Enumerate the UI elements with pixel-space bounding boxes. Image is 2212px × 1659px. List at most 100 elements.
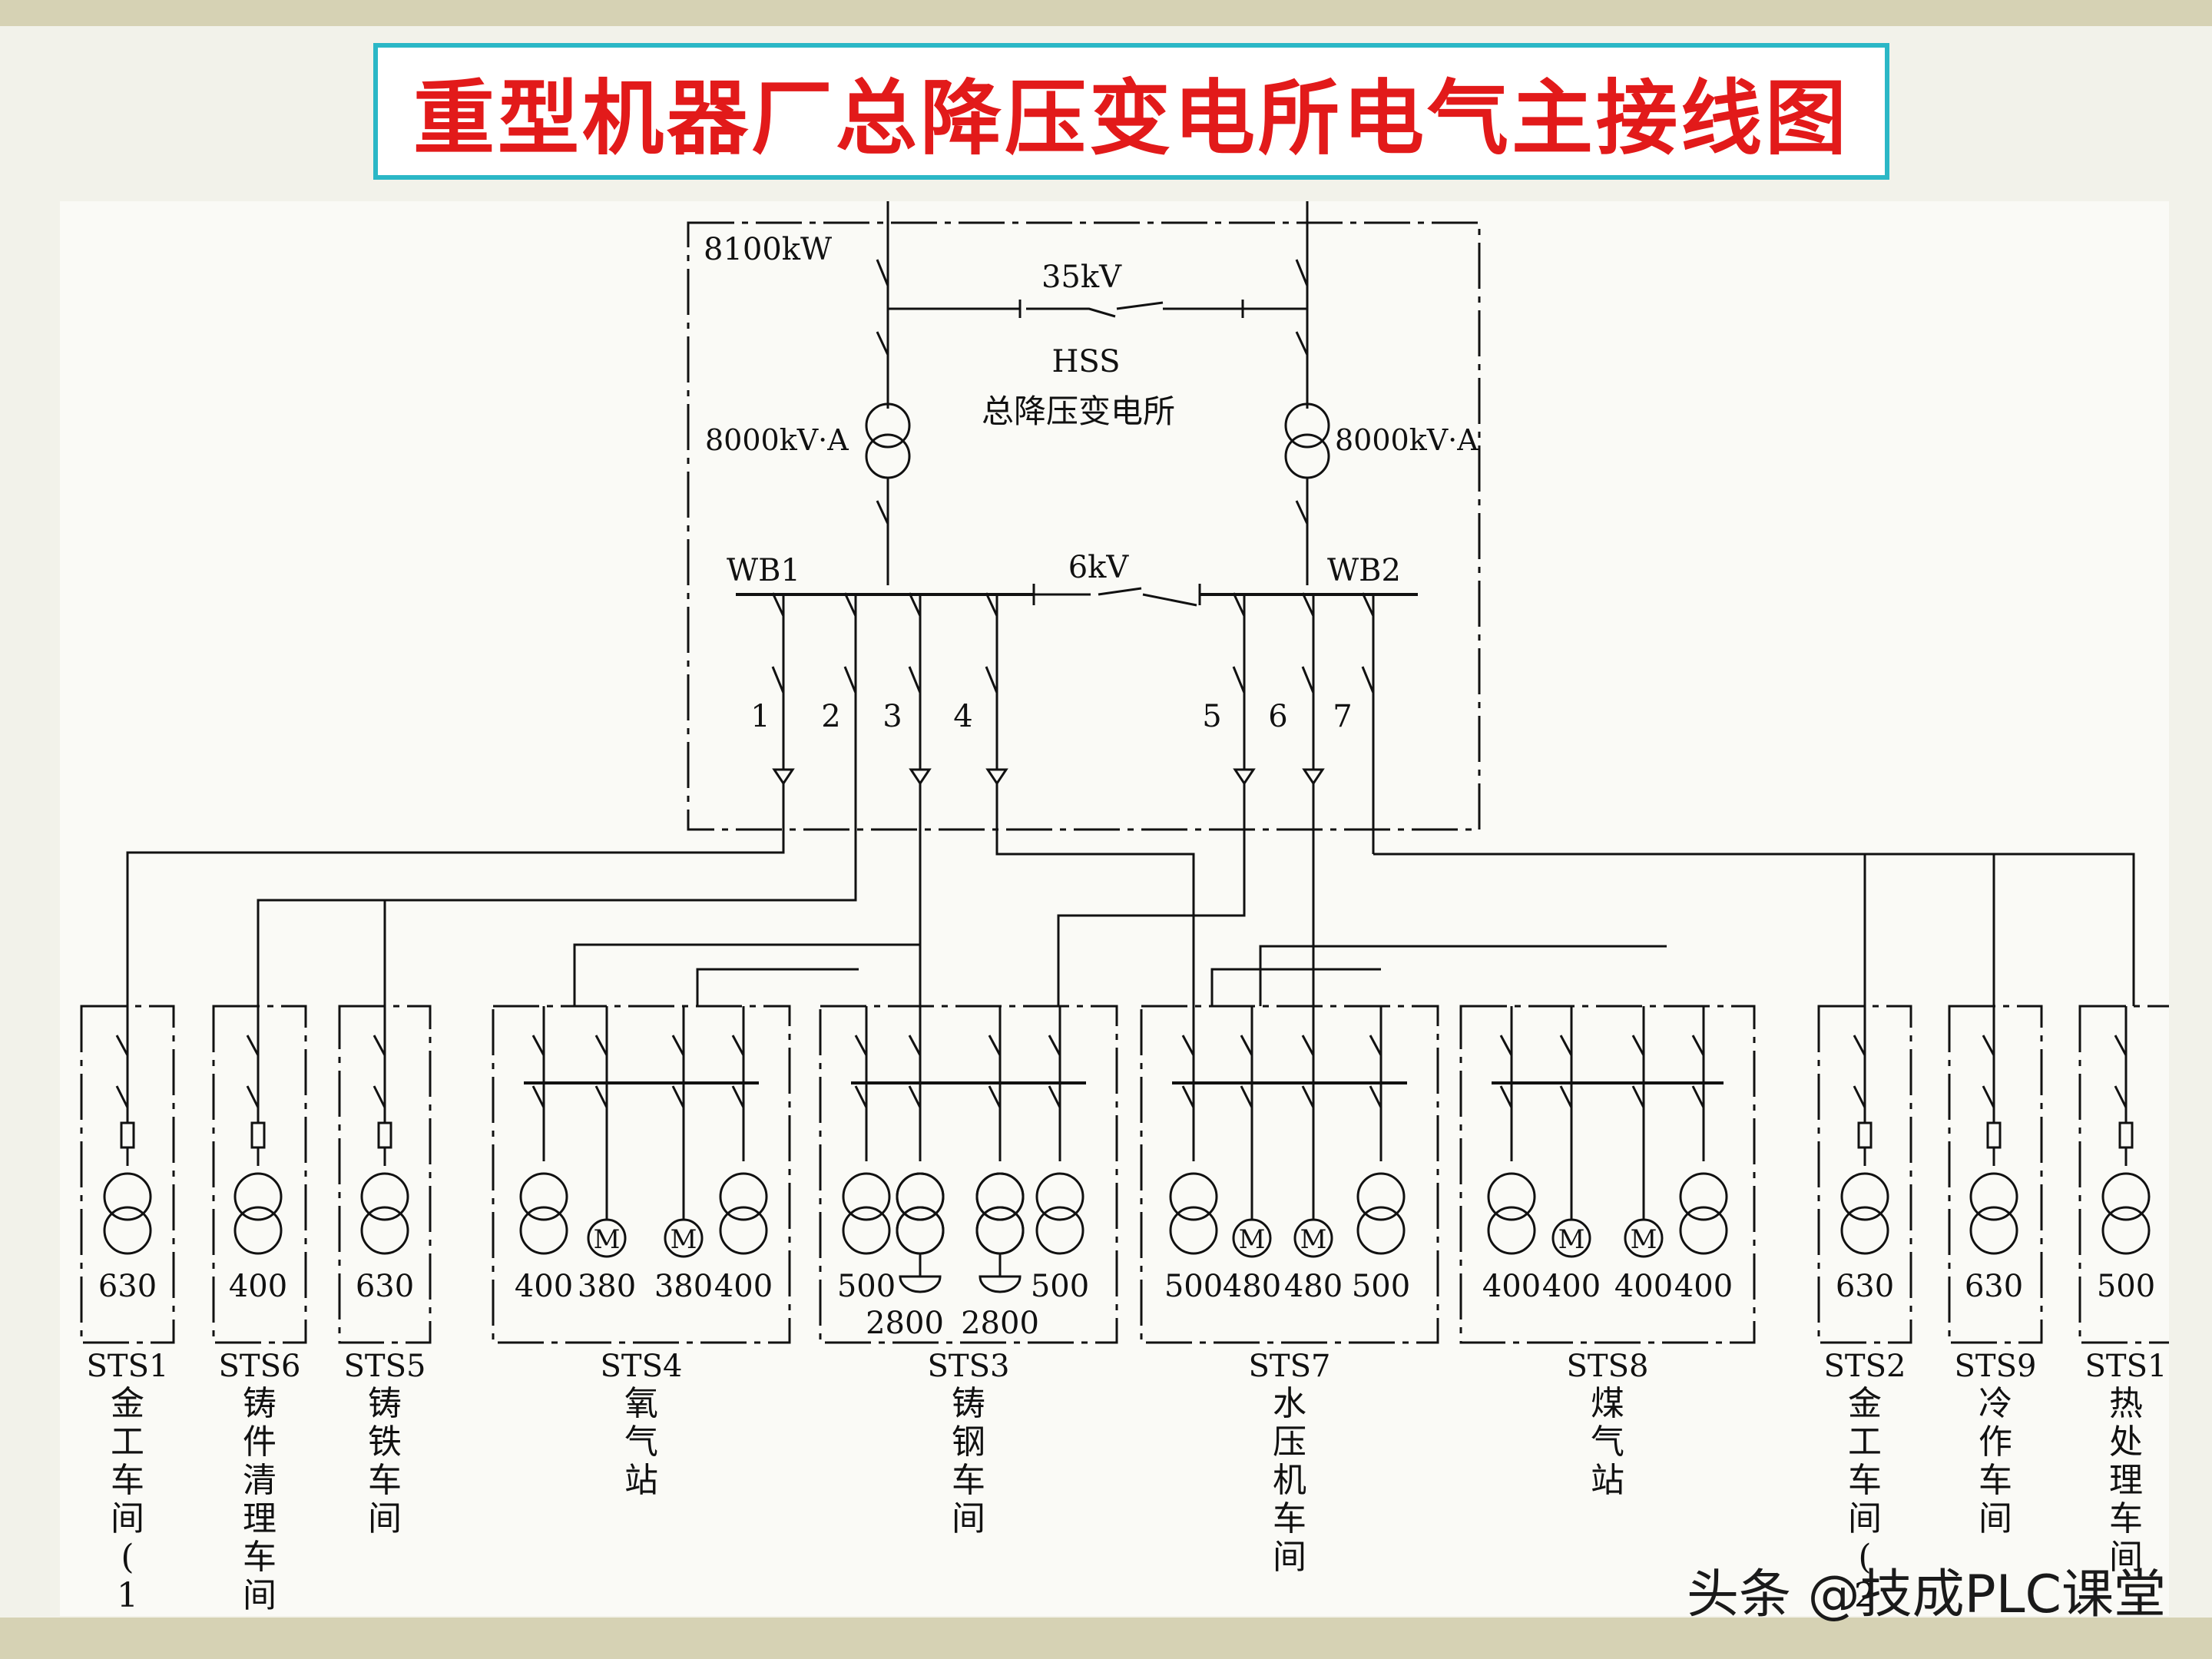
substation-name-char: 铸 bbox=[952, 1384, 985, 1423]
hv-bus-tie bbox=[888, 300, 1307, 318]
substation-switch bbox=[1369, 1006, 1382, 1161]
substation-name-char: 金 bbox=[1848, 1384, 1882, 1423]
transformer-lower bbox=[2101, 1206, 2151, 1255]
feeder-number-7: 7 bbox=[1333, 699, 1352, 734]
motor-label: M bbox=[594, 1224, 621, 1255]
substation-name-char: 车 bbox=[1848, 1461, 1882, 1500]
substation-name-char: 1 bbox=[117, 1576, 138, 1615]
fuse-symbol bbox=[120, 1121, 135, 1149]
hss-substation bbox=[687, 201, 1481, 854]
substation-switch bbox=[373, 1006, 386, 1123]
watermark: 头条 @技成PLC课堂 bbox=[1687, 1565, 2166, 1625]
furnace-rating: 2800 bbox=[866, 1306, 944, 1341]
load-rating-sts1: 630 bbox=[98, 1269, 157, 1304]
transformer-left-lower bbox=[865, 433, 911, 479]
transformer-left-label: 8000kV·A bbox=[705, 423, 849, 457]
transformer-upper bbox=[1169, 1172, 1218, 1221]
substation-name-char: 铸 bbox=[243, 1384, 276, 1423]
hv-voltage-label: 35kV bbox=[1041, 260, 1122, 295]
substation-name-char: 理 bbox=[243, 1499, 276, 1538]
transformer-upper bbox=[103, 1172, 152, 1221]
substation-name-char: 煤 bbox=[1591, 1384, 1624, 1423]
load-rating-sts3: 500 bbox=[1031, 1269, 1089, 1304]
motor-label: M bbox=[1558, 1224, 1585, 1255]
substation-switch bbox=[988, 1006, 1002, 1161]
transformer-lower bbox=[975, 1206, 1025, 1255]
substation-switch bbox=[2114, 1006, 2128, 1123]
transformer-lower bbox=[1969, 1206, 2018, 1255]
transformer-lower bbox=[1035, 1206, 1084, 1255]
transformer-upper bbox=[896, 1172, 945, 1221]
incoming-line-right bbox=[1295, 201, 1309, 409]
substation-name-char: 工 bbox=[111, 1422, 144, 1462]
substation-name-char: 机 bbox=[1273, 1461, 1306, 1500]
substation-name-char: 间 bbox=[1273, 1538, 1306, 1577]
substation-name-char: 金 bbox=[111, 1384, 144, 1423]
substation-switch bbox=[1499, 1006, 1513, 1161]
load-rating-sts8: 400 bbox=[1674, 1269, 1733, 1304]
substation-switch bbox=[1982, 1006, 1995, 1123]
feeder-4 bbox=[985, 592, 1008, 786]
transformer-upper bbox=[233, 1172, 283, 1221]
fuse-symbol bbox=[2118, 1121, 2134, 1149]
transformer-lower bbox=[103, 1206, 152, 1255]
hss-boundary bbox=[687, 221, 1481, 831]
substation-switch bbox=[1240, 1006, 1253, 1161]
substation-name-char: 间 bbox=[111, 1499, 144, 1538]
load-rating-sts2: 630 bbox=[1836, 1269, 1894, 1304]
load-rating-sts1: 500 bbox=[2097, 1269, 2155, 1304]
title-box: 重型机器厂总降压变电所电气主接线图 bbox=[373, 43, 1889, 180]
feeder-6 bbox=[1301, 592, 1325, 786]
feeder-number-5: 5 bbox=[1202, 699, 1221, 734]
substation-name-char: 气 bbox=[624, 1422, 658, 1462]
substation-id-sts7: STS7 bbox=[1249, 1349, 1331, 1384]
substation-name-char: 处 bbox=[2109, 1422, 2143, 1462]
lv-bus-tie bbox=[1032, 584, 1201, 607]
substation-switch bbox=[1048, 1006, 1061, 1161]
substation-id-sts3: STS3 bbox=[928, 1349, 1010, 1384]
transformer-upper bbox=[2101, 1172, 2151, 1221]
feeder-number-3: 3 bbox=[882, 699, 902, 734]
page-title: 重型机器厂总降压变电所电气主接线图 bbox=[413, 71, 1849, 166]
substation-switch bbox=[671, 1006, 685, 1161]
transformer-lower bbox=[360, 1206, 409, 1255]
diagram-paper bbox=[60, 201, 2169, 1616]
substation-name-char: 理 bbox=[2109, 1461, 2143, 1500]
load-rating-sts7: 500 bbox=[1352, 1269, 1410, 1304]
transformer-right-upper bbox=[1284, 402, 1330, 449]
transformer-upper bbox=[1969, 1172, 2018, 1221]
feeder-number-2: 2 bbox=[821, 699, 840, 734]
substation-switch bbox=[1691, 1006, 1705, 1161]
transformer-upper bbox=[975, 1172, 1025, 1221]
load-rating-sts3: 500 bbox=[837, 1269, 896, 1304]
load-rating-sts8: 400 bbox=[1482, 1269, 1541, 1304]
substation-name-char: 车 bbox=[952, 1461, 985, 1500]
substation-id-sts4: STS4 bbox=[601, 1349, 683, 1384]
substation-name-char: 铸 bbox=[368, 1384, 402, 1423]
substation-name-char: 车 bbox=[368, 1461, 402, 1500]
feeder-3 bbox=[908, 592, 932, 786]
substation-switch bbox=[1301, 1006, 1315, 1161]
hss-code-label: HSS bbox=[1052, 344, 1121, 379]
transformer-upper bbox=[719, 1172, 768, 1221]
substation-name-char: 件 bbox=[243, 1422, 276, 1462]
substation-name-char: 气 bbox=[1591, 1422, 1624, 1462]
substation-name-char: 间 bbox=[1848, 1499, 1882, 1538]
feeder-number-4: 4 bbox=[953, 699, 972, 734]
transformer-lower bbox=[719, 1206, 768, 1255]
substation-name-char: 冷 bbox=[1979, 1384, 2012, 1423]
substation-box-sts4 bbox=[492, 1005, 791, 1344]
transformer-upper bbox=[360, 1172, 409, 1221]
substation-name-char: ) bbox=[121, 1614, 134, 1616]
transformer-upper bbox=[842, 1172, 891, 1221]
motor-label: M bbox=[1631, 1224, 1657, 1255]
transformer-left-out bbox=[876, 478, 889, 585]
substation-switch bbox=[854, 1006, 868, 1161]
substation-name-char: 2 bbox=[1854, 1576, 1876, 1615]
substation-box-sts8 bbox=[1459, 1005, 1756, 1344]
load-rating-sts7: 500 bbox=[1164, 1269, 1223, 1304]
transformer-lower bbox=[1356, 1206, 1406, 1255]
transformer-lower bbox=[1840, 1206, 1889, 1255]
substation-switch bbox=[731, 1006, 745, 1161]
